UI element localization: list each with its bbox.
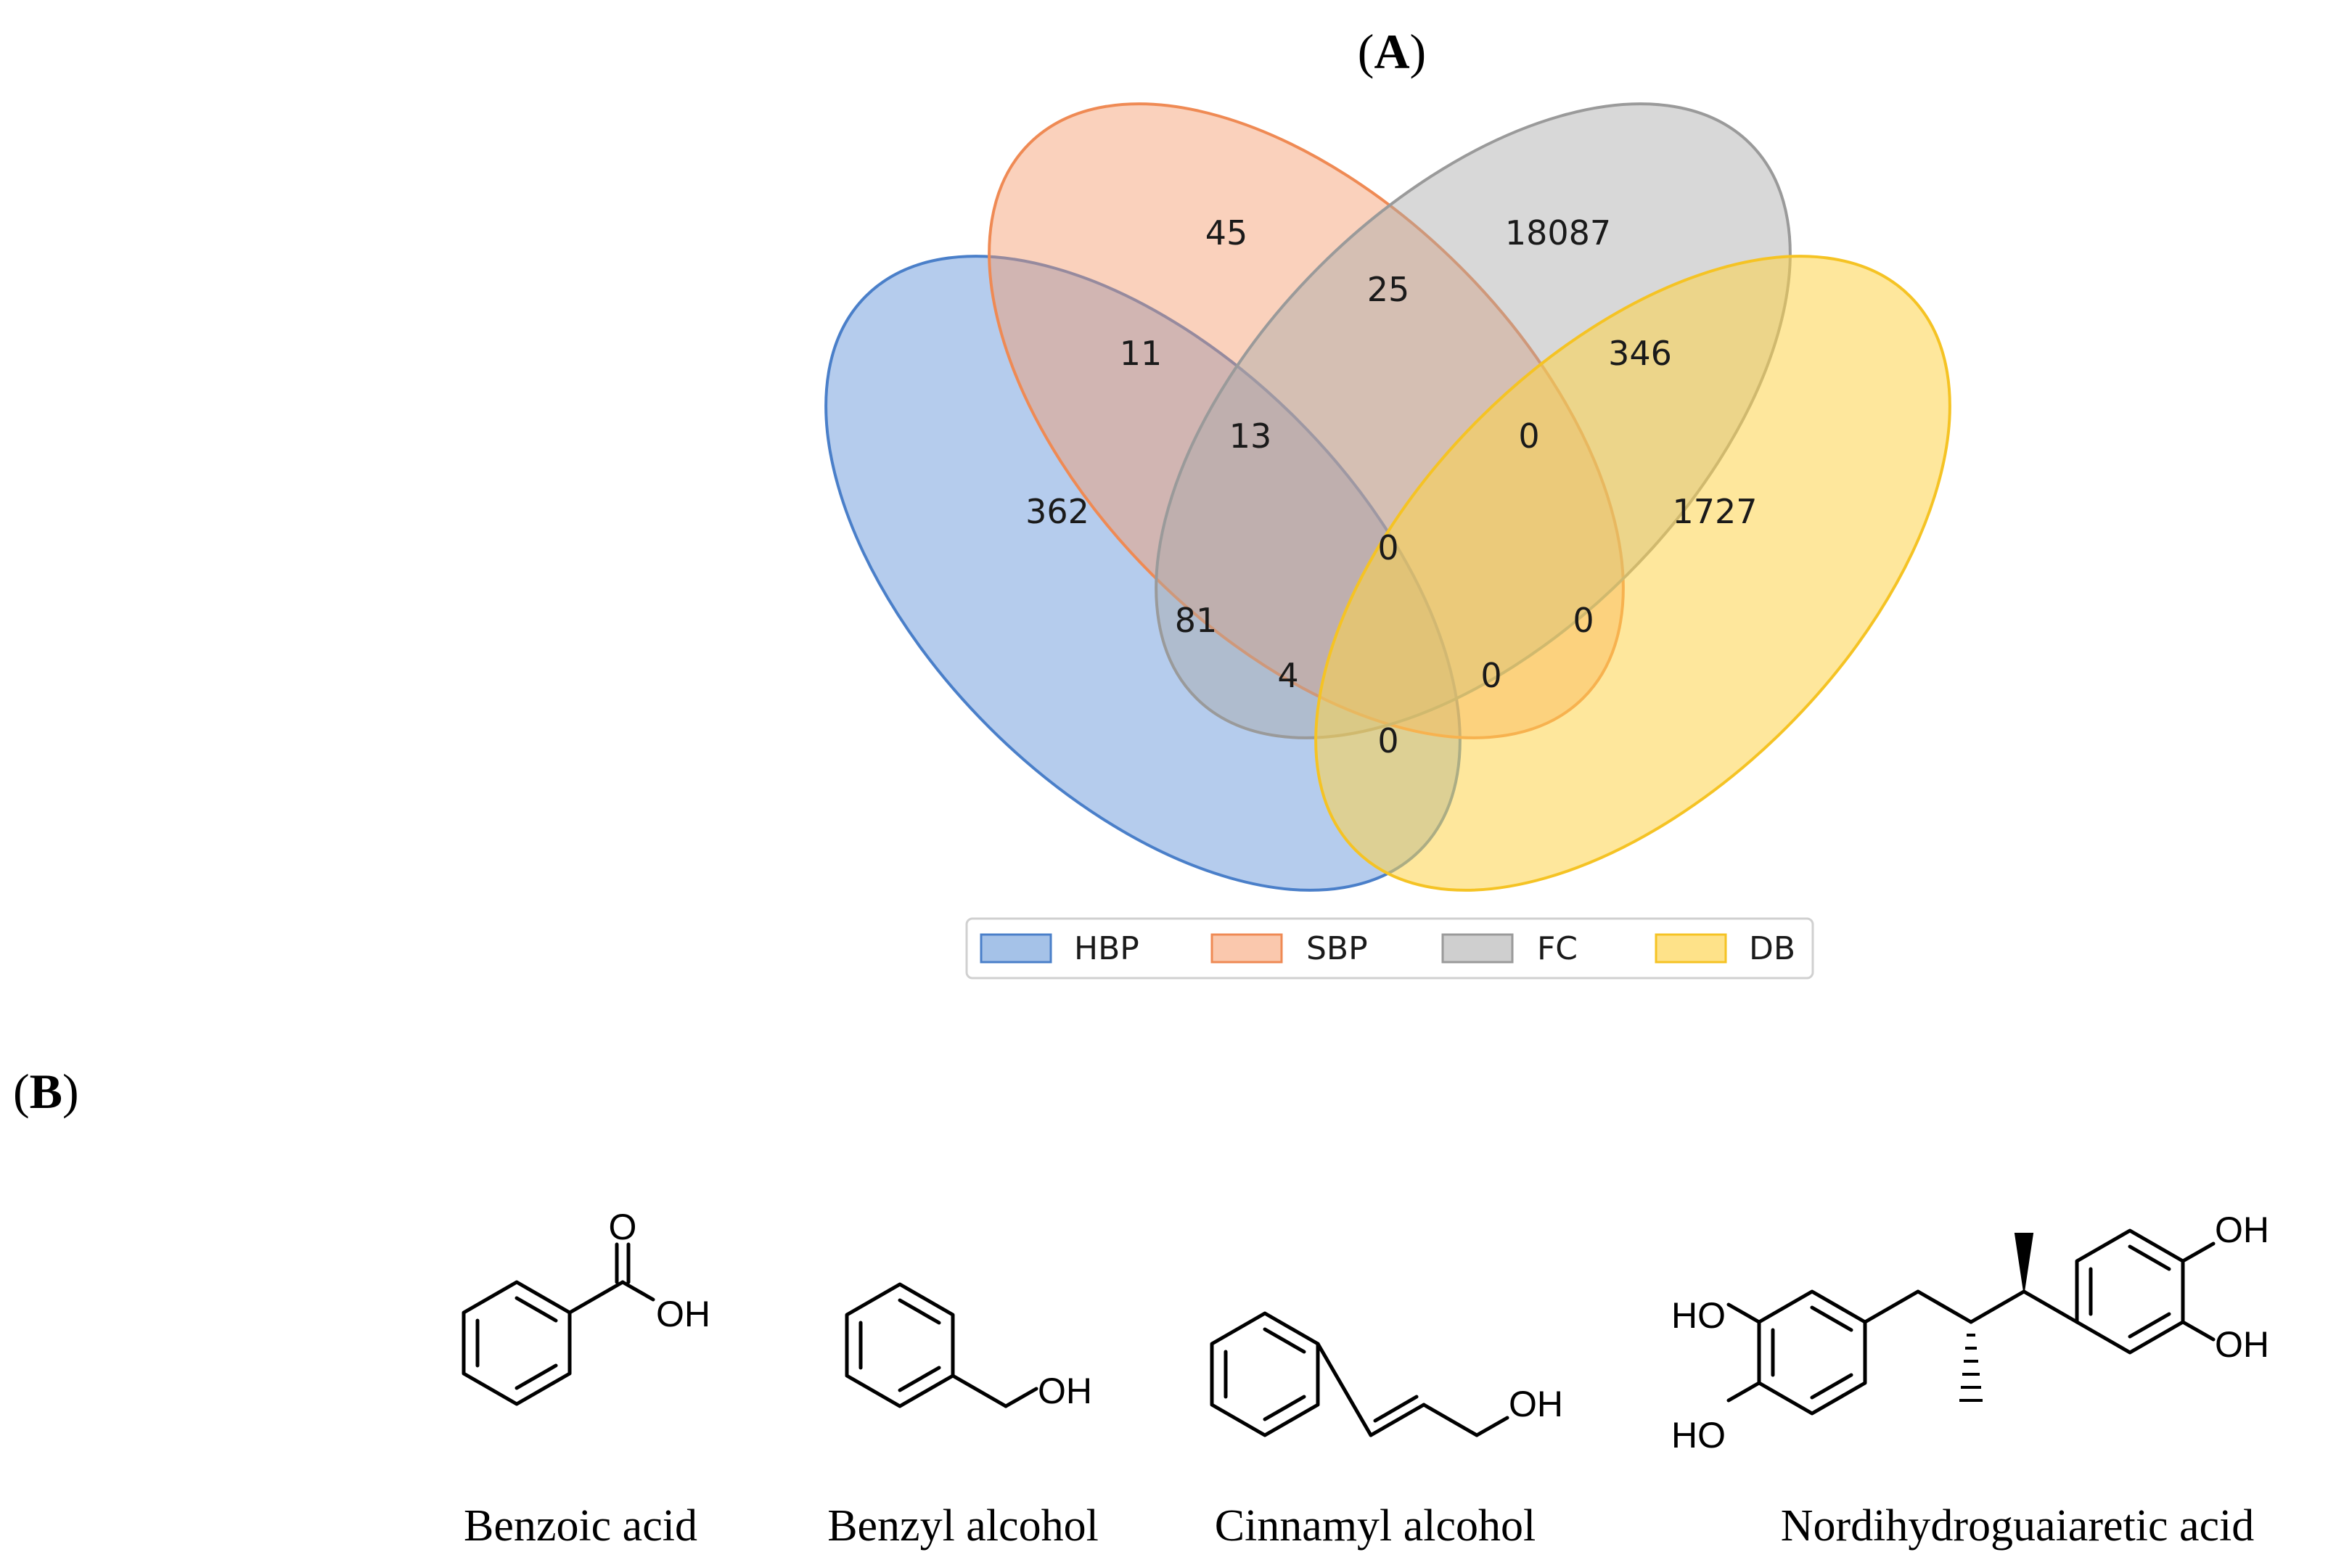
molecule-cinnamyl-alcohol: OH Cinnamyl alcohol	[1210, 1311, 1563, 1551]
venn-diagram: 45 18087 25 11 346 13 0 362 1727 0 81 0 …	[824, 102, 1951, 892]
atom-oh: OH	[656, 1294, 710, 1334]
region-hbp-sbp-fc: 13	[1229, 416, 1272, 456]
legend-swatch-db	[1655, 933, 1727, 964]
atom-oh-upper-right: OH	[2215, 1210, 2269, 1250]
region-hbp-only: 362	[1025, 492, 1089, 531]
atom-ho-lower-left: HO	[1671, 1415, 1726, 1456]
atom-o-carbonyl: O	[609, 1207, 637, 1247]
bold-wedge	[2014, 1233, 2034, 1292]
molecule-ndga: HO HO OH OH Nordihydroguaiaretic acid	[1671, 1210, 2269, 1551]
legend-swatch-sbp	[1210, 933, 1283, 964]
venn-set-db	[1314, 255, 1951, 892]
panel-label-a: (A)	[1358, 24, 1426, 79]
region-hbp-db: 0	[1377, 721, 1398, 760]
atom-oh: OH	[1509, 1384, 1563, 1424]
region-fc-only: 18087	[1505, 213, 1611, 253]
atom-oh: OH	[1038, 1371, 1092, 1411]
legend-label-hbp: HBP	[1074, 930, 1139, 967]
panel-label-b: (B)	[13, 1064, 79, 1119]
atom-oh-right: OH	[2215, 1324, 2269, 1365]
caption-benzoic-acid: Benzoic acid	[464, 1501, 697, 1551]
legend-swatch-hbp	[980, 933, 1052, 964]
caption-benzyl-alcohol: Benzyl alcohol	[827, 1501, 1099, 1551]
legend: HBP SBP FC DB	[965, 917, 1814, 980]
legend-swatch-fc	[1441, 933, 1514, 964]
region-hbp-fc-db: 4	[1277, 656, 1298, 695]
legend-label-fc: FC	[1537, 930, 1578, 967]
molecule-benzyl-alcohol: OH Benzyl alcohol	[827, 1282, 1099, 1551]
region-sbp-db: 0	[1573, 601, 1594, 640]
caption-ndga: Nordihydroguaiaretic acid	[1781, 1501, 2254, 1551]
region-hbp-fc: 81	[1175, 601, 1218, 640]
region-db-only: 1727	[1672, 492, 1757, 531]
region-hbp-sbp: 11	[1120, 334, 1163, 373]
atom-ho-upper-left: HO	[1671, 1295, 1726, 1336]
legend-label-sbp: SBP	[1306, 930, 1368, 967]
region-sbp-fc: 25	[1367, 270, 1410, 309]
caption-cinnamyl-alcohol: Cinnamyl alcohol	[1215, 1501, 1536, 1551]
region-all-four: 0	[1377, 528, 1398, 567]
molecule-benzoic-acid: O OH Benzoic acid	[462, 1207, 710, 1551]
legend-frame	[965, 917, 1814, 980]
region-sbp-fc-db: 0	[1518, 416, 1539, 456]
hashed-wedge	[1959, 1334, 1983, 1402]
region-sbp-only: 45	[1205, 213, 1248, 253]
legend-label-db: DB	[1749, 930, 1795, 967]
region-fc-db: 346	[1608, 334, 1672, 373]
region-hbp-sbp-db: 0	[1480, 656, 1501, 695]
